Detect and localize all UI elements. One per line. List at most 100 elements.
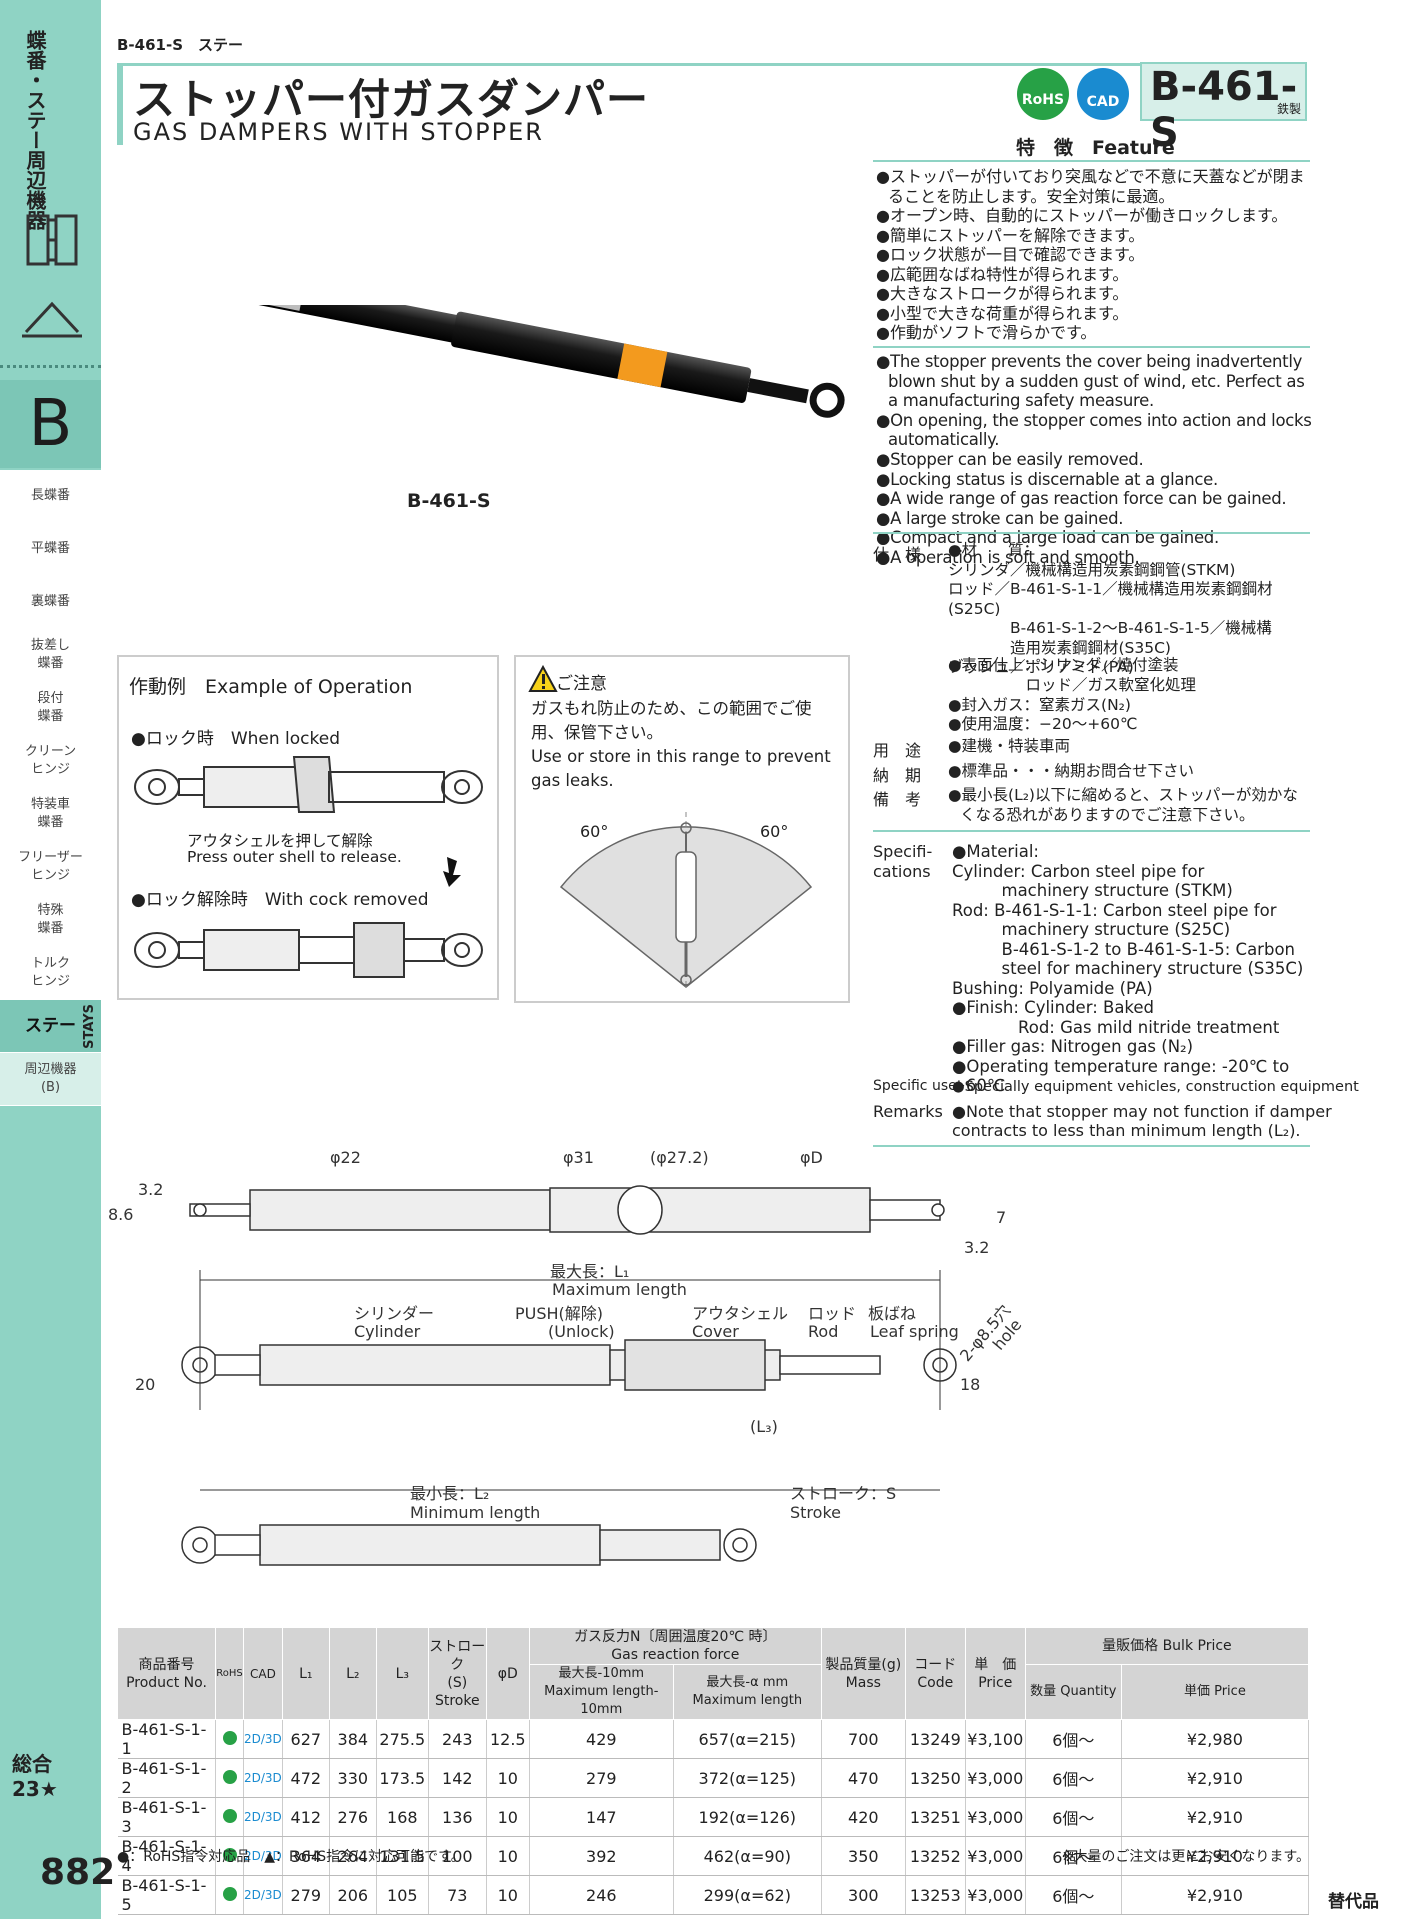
sidebar-item[interactable]: フリーザー ヒンジ	[0, 841, 101, 894]
warning-icon	[528, 665, 558, 692]
hinge-icon	[26, 214, 78, 266]
rod-jp: ロッド	[808, 1304, 857, 1323]
col-l1: L₁	[281, 1627, 330, 1720]
sidebar-item[interactable]: 裏蝶番	[0, 576, 101, 629]
rohs-badge-icon: RoHS	[1017, 68, 1069, 120]
sidebar: 蝶番・ステー周辺機器 B 長蝶番 平蝶番 裏蝶番 抜差し 蝶番 段付 蝶番 クリ…	[0, 0, 115, 1919]
dim-d22: φ22	[330, 1148, 361, 1167]
spec-finish: ●表面仕上：シリンダ／焼付塗装 ロッド／ガス軟窒化処理	[948, 656, 1197, 694]
rohs-dot-icon	[222, 1730, 237, 1745]
sidebar-item[interactable]: 平蝶番	[0, 523, 101, 576]
page-number: 882	[40, 1852, 116, 1893]
sidebar-item[interactable]: 特装車 蝶番	[0, 788, 101, 841]
title-rule	[117, 63, 1307, 66]
rohs-dot-icon	[222, 1808, 237, 1823]
remarks-label: 備 考	[873, 790, 922, 809]
rohs-dot-icon	[222, 1847, 237, 1862]
min-length-label: 最小長：L₂	[410, 1484, 490, 1503]
spring-en: Leaf spring	[870, 1322, 959, 1341]
push-en: (Unlock)	[548, 1322, 615, 1341]
dim-32b: 3.2	[964, 1238, 990, 1257]
angle-diagram	[559, 812, 813, 988]
col-mass: 製品質量(g)Mass	[820, 1627, 906, 1720]
spring-jp: 板ばね	[868, 1304, 917, 1323]
dim-d272: (φ27.2)	[650, 1148, 709, 1167]
caution-title: ご注意	[556, 674, 607, 694]
col-stroke: ストローク(S)Stroke	[427, 1627, 487, 1720]
product-label: B-461-S	[407, 490, 491, 512]
locked-diagram	[134, 756, 483, 813]
spec-remarks: ●最小長(L₂)以下に縮めると、ストッパーが効かなくなる恐れがありますのでご注意…	[948, 786, 1298, 824]
release-jp: アウタシェルを押して解除	[187, 832, 373, 850]
bulk-note: ※大量のご注文は更にお安くなります。	[1061, 1849, 1310, 1865]
dim-l3: (L₃)	[750, 1417, 778, 1436]
model-box: B-461-S 鉄製	[1140, 62, 1307, 156]
rohs-dot-icon	[222, 1886, 237, 1901]
use-label: 用 途	[873, 741, 922, 760]
release-en: Press outer shell to release.	[187, 848, 402, 866]
dim-7: 7	[996, 1208, 1007, 1227]
min-length-en: Minimum length	[410, 1503, 541, 1522]
sidebar-item[interactable]: 長蝶番	[0, 470, 101, 523]
col-bulk: 量販価格 Bulk Price	[1024, 1627, 1310, 1665]
technical-drawing	[181, 1185, 957, 1566]
cylinder-en: Cylinder	[354, 1322, 421, 1341]
stays-label: STAYS	[82, 1004, 97, 1049]
feature-rule	[873, 346, 1310, 348]
sidebar-item[interactable]: クリーン ヒンジ	[0, 735, 101, 788]
spec-material: ●材 質： シリンダ／機械構造用炭素鋼鋼管(STKM) ロッド／B-461-S-…	[948, 541, 1273, 676]
rohs-dot-icon	[222, 1769, 237, 1784]
feature-heading: 特 徴 Feature	[1016, 137, 1175, 159]
col-d: φD	[485, 1627, 530, 1720]
cover-jp: アウタシェル	[692, 1304, 789, 1323]
section-letter: B	[0, 380, 101, 468]
sidebar-item[interactable]: 段付 蝶番	[0, 682, 101, 735]
spec-rule	[873, 1145, 1310, 1147]
operation-title: 作動例 Example of Operation	[129, 676, 413, 698]
max-length-label: 最大長：L₁	[550, 1262, 630, 1281]
catalog-label: 総合 23★	[12, 1752, 58, 1801]
locked-label: ●ロック時 When locked	[131, 729, 341, 749]
stay-icon	[22, 301, 82, 338]
spec-remarks-en: ●Note that stopper may not function if d…	[952, 1102, 1332, 1140]
sidebar-item[interactable]: 特殊 蝶番	[0, 894, 101, 947]
caution-jp: ガスもれ防止のため、この範囲でご使用、保管下さい。	[531, 699, 812, 742]
spec-temp: ●使用温度：−20～+60℃	[948, 715, 1138, 733]
rod-en: Rod	[808, 1322, 839, 1341]
sidebar-nav: 長蝶番 平蝶番 裏蝶番 抜差し 蝶番 段付 蝶番 クリーン ヒンジ 特装車 蝶番…	[0, 470, 101, 1106]
col-rohs: RoHS	[215, 1627, 244, 1720]
sidebar-divider	[0, 365, 101, 368]
arrow-down-icon	[443, 857, 461, 887]
sidebar-item[interactable]: 抜差し 蝶番	[0, 629, 101, 682]
sidebar-top-label: 蝶番・ステー周辺機器	[23, 30, 47, 230]
corner-label: 替代品	[1328, 1892, 1379, 1912]
spec-gas: ●封入ガス：窒素ガス(N₂)	[948, 696, 1131, 714]
spec-use-en: ●Specially equipment vehicles, construct…	[952, 1079, 1359, 1095]
spec-delivery: ●標準品・・・納期お問合せ下さい	[948, 762, 1195, 780]
sidebar-item[interactable]: トルク ヒンジ	[0, 947, 101, 1000]
remarks-label-en: Remarks	[873, 1102, 943, 1121]
legend: ●：RoHS指令対応品 ▲：RoHS指令に対応可能です。	[117, 1849, 465, 1865]
model-code: B-461-S	[1150, 64, 1298, 156]
spec-label: 仕 様	[873, 545, 922, 564]
operation-example: 作動例 Example of Operation ●ロック時 When lock…	[117, 655, 499, 1000]
sidebar-item[interactable]: 周辺機器 (B)	[0, 1053, 101, 1106]
spec-label-en: Specifi- cations	[873, 842, 933, 881]
dim-32a: 3.2	[138, 1180, 164, 1199]
dim-dD: φD	[800, 1148, 823, 1167]
cad-badge-icon: CAD	[1077, 68, 1129, 120]
spec-text-en: ●Material: Cylinder: Carbon steel pipe f…	[952, 842, 1304, 1095]
col-unit: 単価 Price	[1120, 1664, 1310, 1720]
feature-rule	[873, 532, 1310, 534]
unlocked-diagram	[134, 922, 483, 978]
removed-label: ●ロック解除時 With cock removed	[131, 890, 429, 910]
col-l3: L₃	[375, 1627, 429, 1720]
